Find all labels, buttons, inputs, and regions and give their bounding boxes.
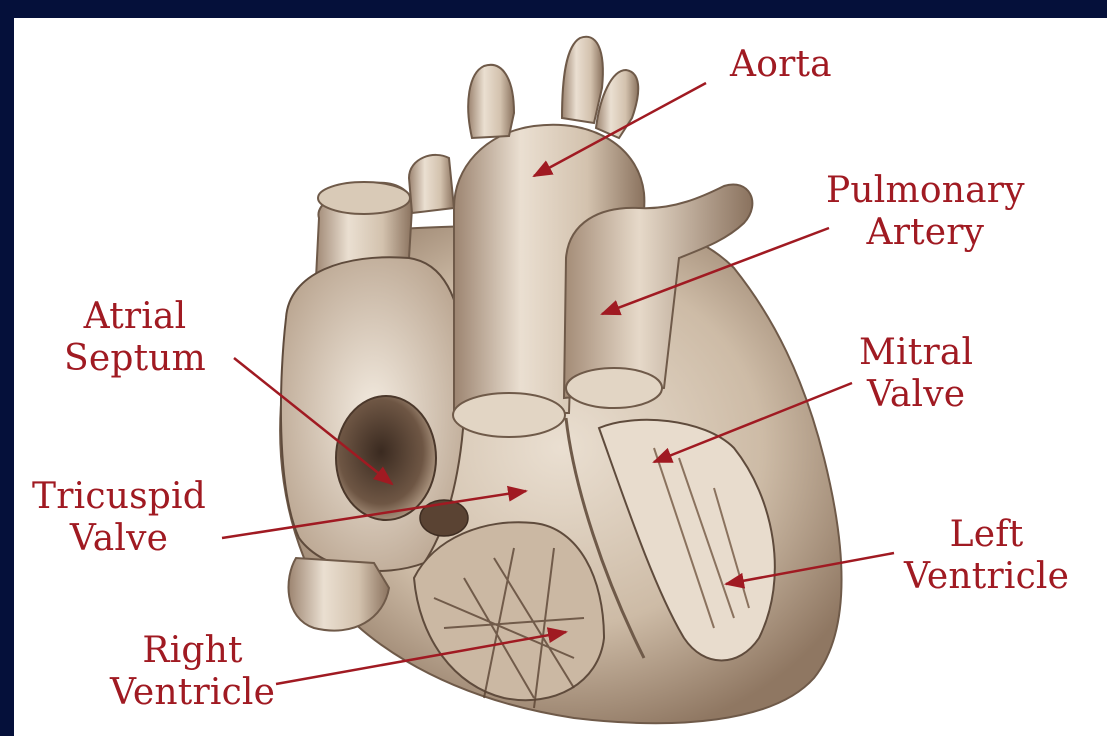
label-left-ventricle-line-1: Left xyxy=(904,514,1069,556)
foramen-ovale xyxy=(336,396,436,520)
label-mitral-valve: Mitral Valve xyxy=(859,332,973,416)
label-tricuspid-valve-line-1: Tricuspid xyxy=(32,476,206,518)
left-vessel-stub xyxy=(409,155,454,213)
label-left-ventricle-line-2: Ventricle xyxy=(904,556,1069,598)
label-right-ventricle-line-1: Right xyxy=(110,630,275,672)
label-mitral-valve-line-1: Mitral xyxy=(859,332,973,374)
label-aorta-line-1: Aorta xyxy=(730,44,832,86)
label-atrial-septum-line-1: Atrial xyxy=(64,296,206,338)
diagram-panel: Aorta Pulmonary Artery Atrial Septum Mit… xyxy=(14,18,1107,736)
label-pulmonary-artery-line-2: Artery xyxy=(826,212,1025,254)
label-right-ventricle: Right Ventricle xyxy=(110,630,275,714)
label-atrial-septum: Atrial Septum xyxy=(64,296,206,380)
label-tricuspid-valve-line-2: Valve xyxy=(32,518,206,560)
label-left-ventricle: Left Ventricle xyxy=(904,514,1069,598)
label-atrial-septum-line-2: Septum xyxy=(64,338,206,380)
label-right-ventricle-line-2: Ventricle xyxy=(110,672,275,714)
label-pulmonary-artery: Pulmonary Artery xyxy=(826,170,1025,254)
label-mitral-valve-line-2: Valve xyxy=(859,374,973,416)
label-tricuspid-valve: Tricuspid Valve xyxy=(32,476,206,560)
aorta-branch-2 xyxy=(562,37,603,123)
label-aorta: Aorta xyxy=(730,44,832,86)
aorta-branch-1 xyxy=(468,65,514,138)
label-pulmonary-artery-line-1: Pulmonary xyxy=(826,170,1025,212)
